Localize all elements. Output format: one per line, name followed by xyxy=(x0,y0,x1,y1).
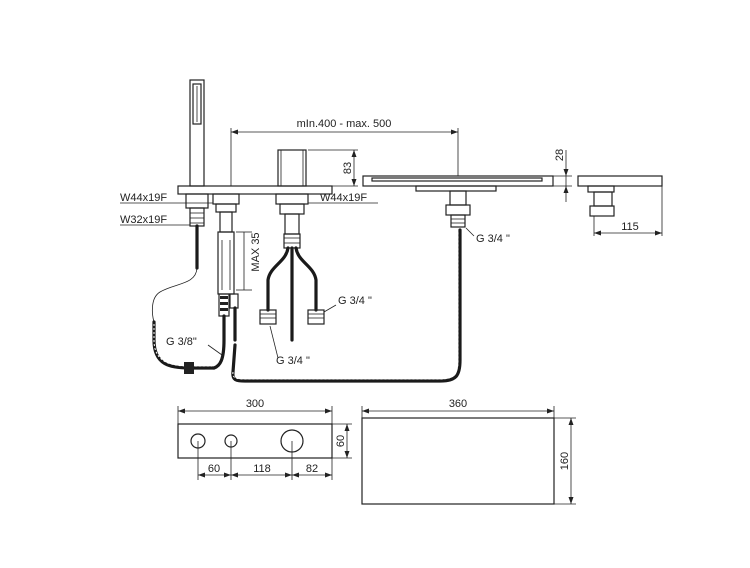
dim-160-label: 160 xyxy=(559,452,571,470)
spout-top-view xyxy=(361,406,576,505)
deck-plate xyxy=(177,185,333,195)
diverter-hoses xyxy=(212,228,462,383)
dim-60-width-label: 60 xyxy=(208,463,220,475)
hand-shower xyxy=(185,79,209,227)
g34-mixer-label: G 3/4 " xyxy=(338,295,372,307)
g34-spout-label: G 3/4 " xyxy=(476,233,510,245)
spout-side-view xyxy=(577,175,663,236)
thread-w44-right-label: W44x19F xyxy=(320,192,367,204)
height-28-label: 28 xyxy=(554,149,566,161)
dim-360-label: 360 xyxy=(449,398,467,410)
mixer-body xyxy=(275,149,309,249)
dim-118-label: 118 xyxy=(253,463,271,475)
dim-82-label: 82 xyxy=(306,463,318,475)
deck-plate-top-view xyxy=(177,406,352,480)
dimension-lines xyxy=(120,128,662,359)
mixer-hoses xyxy=(259,246,325,342)
thread-w32-label: W32x19F xyxy=(120,214,167,226)
diverter-valve xyxy=(212,193,240,317)
g38-label: G 3/8" xyxy=(166,336,197,348)
span-label: mIn.400 - max. 500 xyxy=(297,118,392,130)
height-83-label: 83 xyxy=(342,162,354,174)
shower-hose xyxy=(151,224,216,374)
max-35-label: MAX 35 xyxy=(250,232,262,271)
spout xyxy=(362,175,554,228)
dim-300-label: 300 xyxy=(246,398,264,410)
dim-60-height-label: 60 xyxy=(335,435,347,447)
g34-lower-label: G 3/4 " xyxy=(276,355,310,367)
thread-w44-left-label: W44x19F xyxy=(120,192,167,204)
width-115-label: 115 xyxy=(621,221,639,233)
